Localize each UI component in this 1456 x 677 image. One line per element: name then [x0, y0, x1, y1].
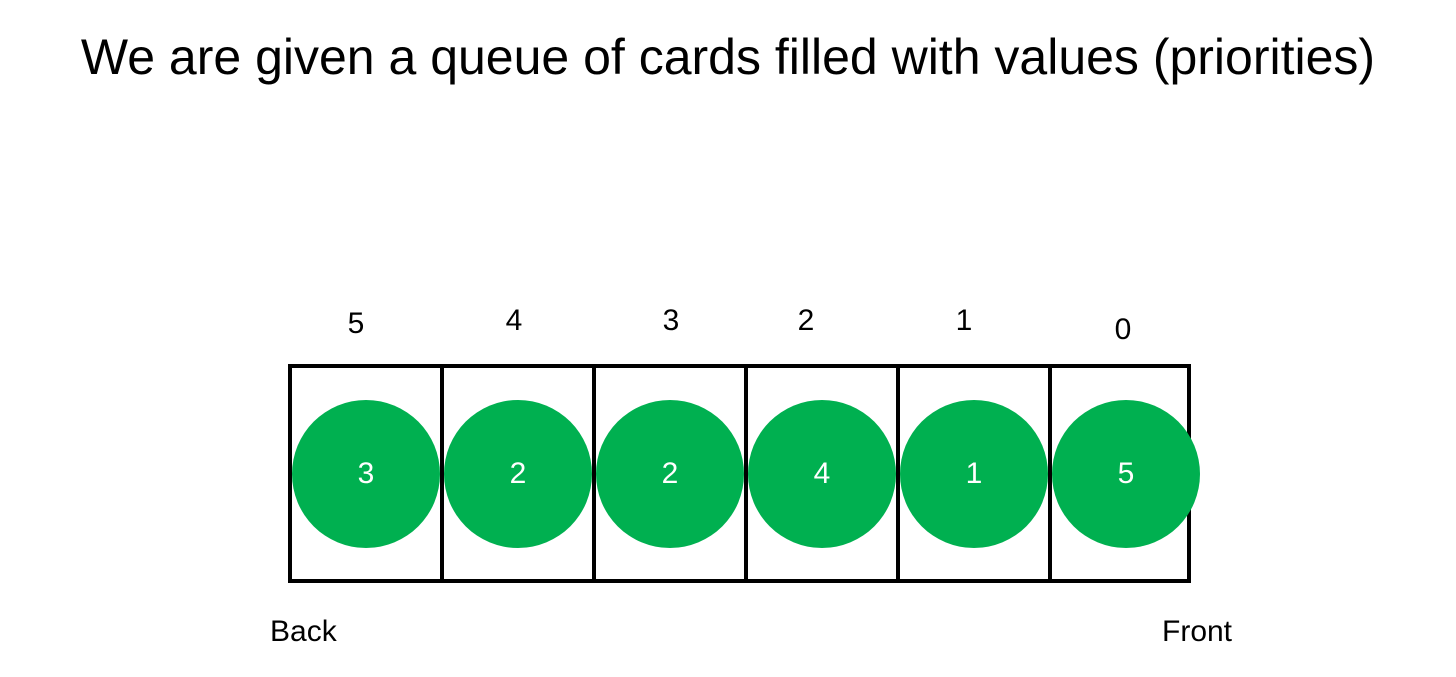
index-label: 3	[662, 304, 680, 337]
index-label: 0	[1114, 313, 1132, 346]
card: 1	[900, 399, 1048, 548]
page-title: We are given a queue of cards filled wit…	[80, 29, 1376, 85]
queue-slot: 3	[292, 368, 440, 579]
index-label: 4	[505, 304, 523, 337]
queue-slot: 5	[1048, 368, 1200, 579]
queue-slot: 4	[744, 368, 896, 579]
card: 2	[444, 399, 592, 548]
index-label: 1	[955, 304, 973, 337]
front-label: Front	[1162, 615, 1233, 648]
card: 2	[596, 399, 744, 548]
card: 4	[748, 399, 896, 548]
queue-container: 3 2 2 4 1 5	[288, 364, 1200, 583]
queue-slot: 1	[896, 368, 1048, 579]
index-label: 2	[797, 304, 815, 337]
index-label: 5	[347, 307, 365, 340]
queue-slot: 2	[592, 368, 744, 579]
card: 5	[1052, 399, 1200, 548]
queue-slot: 2	[440, 368, 592, 579]
card: 3	[292, 399, 440, 548]
back-label: Back	[270, 615, 337, 648]
